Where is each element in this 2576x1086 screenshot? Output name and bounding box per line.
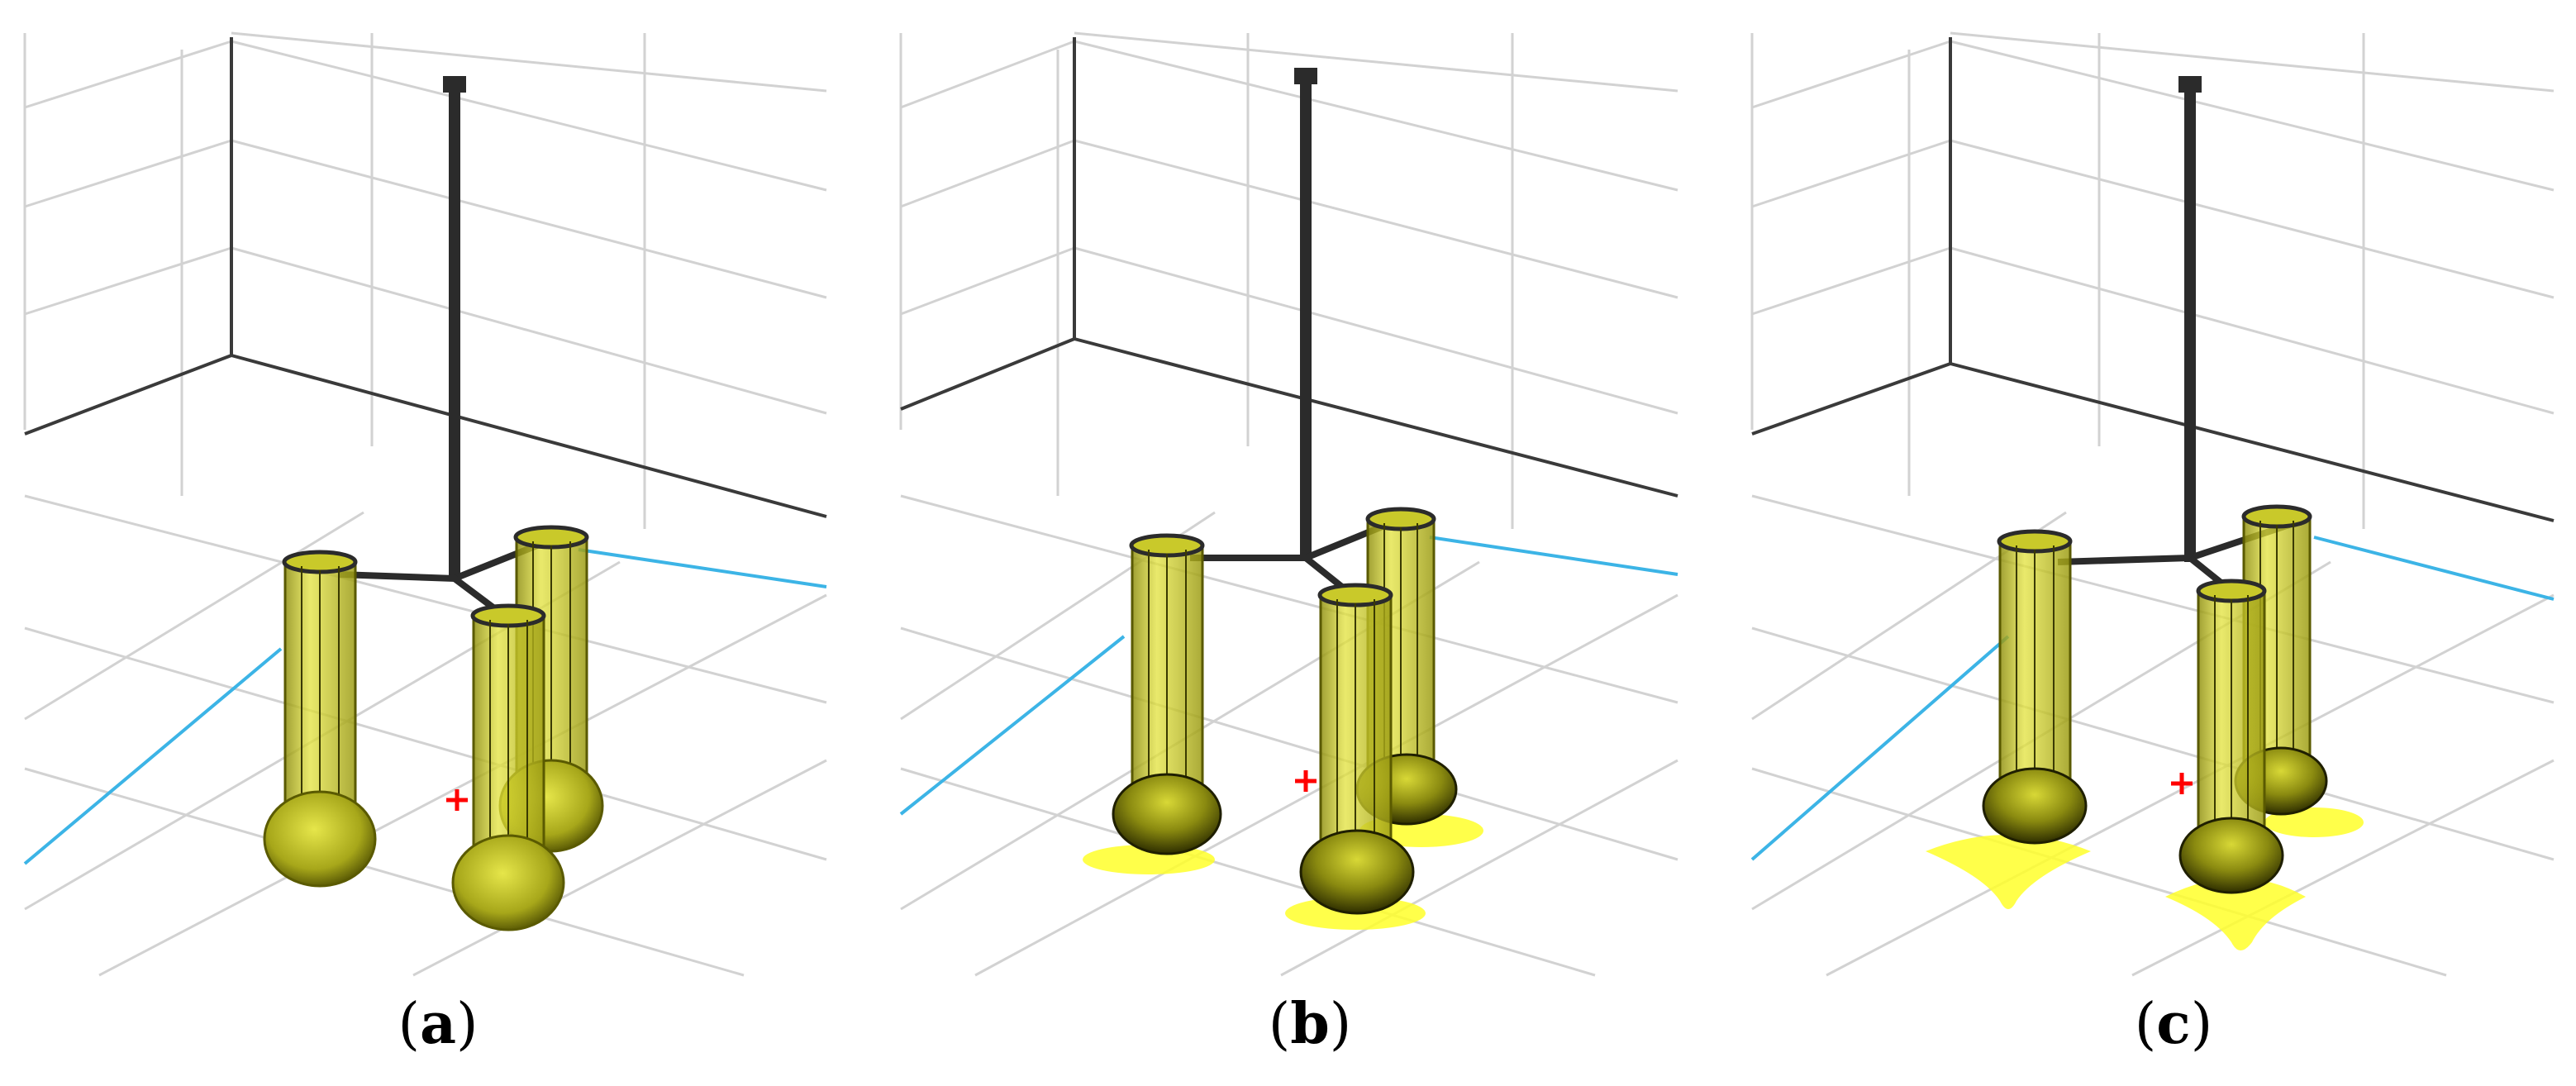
column-left xyxy=(1083,533,1222,874)
background-grid xyxy=(1750,31,2555,977)
column-front xyxy=(2165,579,2306,950)
caption-panel-b: (b) xyxy=(1268,991,1352,1057)
water-lines xyxy=(23,548,827,865)
axis-box xyxy=(1751,37,2555,522)
axis-box xyxy=(24,37,827,518)
caption-letter-b: b xyxy=(1290,991,1330,1057)
panel-a xyxy=(23,31,827,977)
column-front xyxy=(451,603,565,931)
background-grid xyxy=(899,31,1678,977)
column-left xyxy=(1926,529,2091,909)
central-tower xyxy=(1190,68,1398,594)
caption-letter-c: c xyxy=(2156,991,2191,1057)
center-marker xyxy=(446,789,468,811)
caption-letter-a: a xyxy=(419,991,457,1057)
center-marker xyxy=(2171,773,2193,794)
water-lines xyxy=(1750,536,2555,861)
caption-panel-c: (c) xyxy=(2134,991,2213,1057)
axis-box xyxy=(900,37,1678,498)
background-grid xyxy=(23,31,827,977)
caption-panel-a: (a) xyxy=(398,991,479,1057)
water-lines xyxy=(899,536,1678,816)
center-marker xyxy=(1295,770,1317,792)
panel-c xyxy=(1750,31,2555,977)
column-left xyxy=(263,550,377,888)
column-front xyxy=(1285,583,1426,930)
panel-b xyxy=(899,31,1678,977)
